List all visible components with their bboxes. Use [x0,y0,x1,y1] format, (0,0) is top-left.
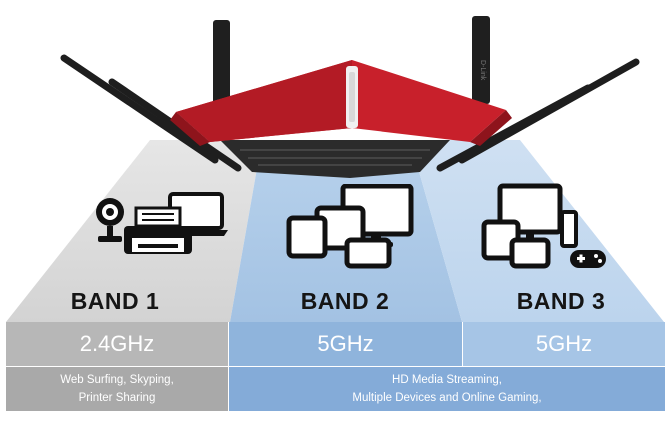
band2-frequency: 5GHz [229,322,462,366]
band1-devices [96,192,228,254]
tablet-icon [286,205,366,259]
shared-use-line: Multiple Devices and Online Gaming, [352,392,542,404]
printer-icon [124,206,192,254]
gamepad-icon [570,250,606,268]
band23-uses: HD Media Streaming, Multiple Devices and… [229,367,665,411]
router-icon: D-Link [60,16,640,178]
band3-frequency: 5GHz [463,322,665,366]
phone-icon [509,237,551,269]
svg-text:D-Link: D-Link [479,60,486,81]
band1-title: BAND 1 [70,288,160,314]
band3-devices [481,183,606,269]
band2-devices [286,184,414,269]
band1-use-line: Printer Sharing [78,392,156,404]
band3-title: BAND 3 [516,288,606,314]
phone-icon [344,237,392,269]
webcam-icon [96,198,124,242]
band1-use-line: Web Surfing, Skyping, [60,374,174,386]
band2-title: BAND 2 [300,288,390,314]
band1-frequency: 2.4GHz [6,322,228,366]
shared-use-line: HD Media Streaming, [392,374,502,386]
console-icon [560,210,578,248]
band1-uses: Web Surfing, Skyping, Printer Sharing [6,367,228,411]
